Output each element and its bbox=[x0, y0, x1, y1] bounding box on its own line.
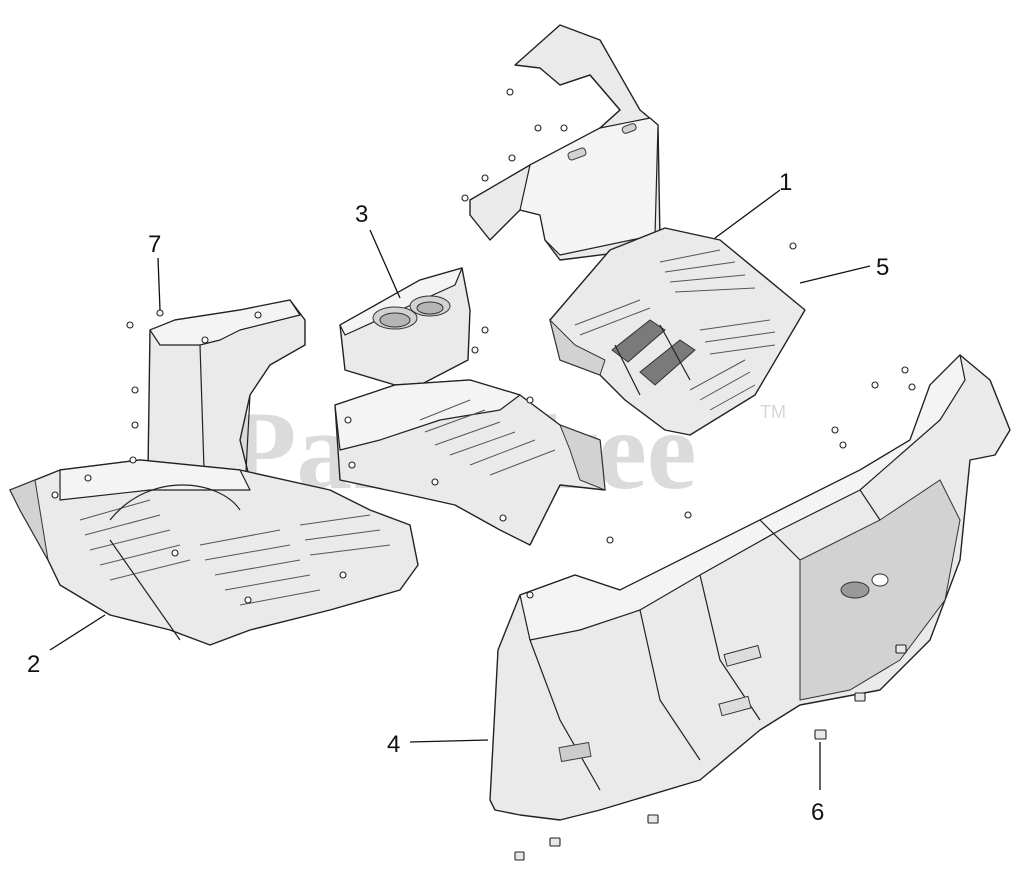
part-1-right-floor-panel[interactable] bbox=[469, 24, 806, 436]
screw-5 bbox=[789, 242, 797, 250]
leader-7 bbox=[157, 257, 161, 311]
callout-6: 6 bbox=[811, 799, 824, 826]
part-1-floor-slats bbox=[574, 249, 776, 411]
leader-3 bbox=[369, 229, 401, 299]
screw-7 bbox=[156, 309, 164, 317]
watermark-trademark: TM bbox=[760, 402, 786, 422]
callout-5: 5 bbox=[876, 254, 889, 281]
leader-2 bbox=[49, 614, 106, 651]
callout-labels: 1 2 3 4 5 6 7 bbox=[27, 169, 889, 826]
callout-7: 7 bbox=[148, 231, 161, 258]
part-2-floor-slats bbox=[79, 484, 391, 641]
hardware-clips bbox=[514, 644, 907, 861]
leader-5 bbox=[799, 265, 871, 284]
callout-1: 1 bbox=[779, 169, 792, 196]
part-3-center-console[interactable] bbox=[334, 267, 606, 546]
callout-3: 3 bbox=[355, 201, 368, 228]
part-2-left-floor-panel[interactable] bbox=[9, 299, 419, 646]
callout-4: 4 bbox=[387, 731, 400, 758]
part-3-console-slats bbox=[419, 399, 556, 476]
hardware-screws bbox=[51, 88, 916, 604]
leader-4 bbox=[409, 739, 489, 743]
callout-2: 2 bbox=[27, 651, 40, 678]
leader-1 bbox=[714, 189, 781, 239]
clip-6 bbox=[814, 729, 827, 740]
part-4-rear-panel[interactable] bbox=[489, 354, 1011, 821]
callout-leaders bbox=[49, 189, 871, 790]
